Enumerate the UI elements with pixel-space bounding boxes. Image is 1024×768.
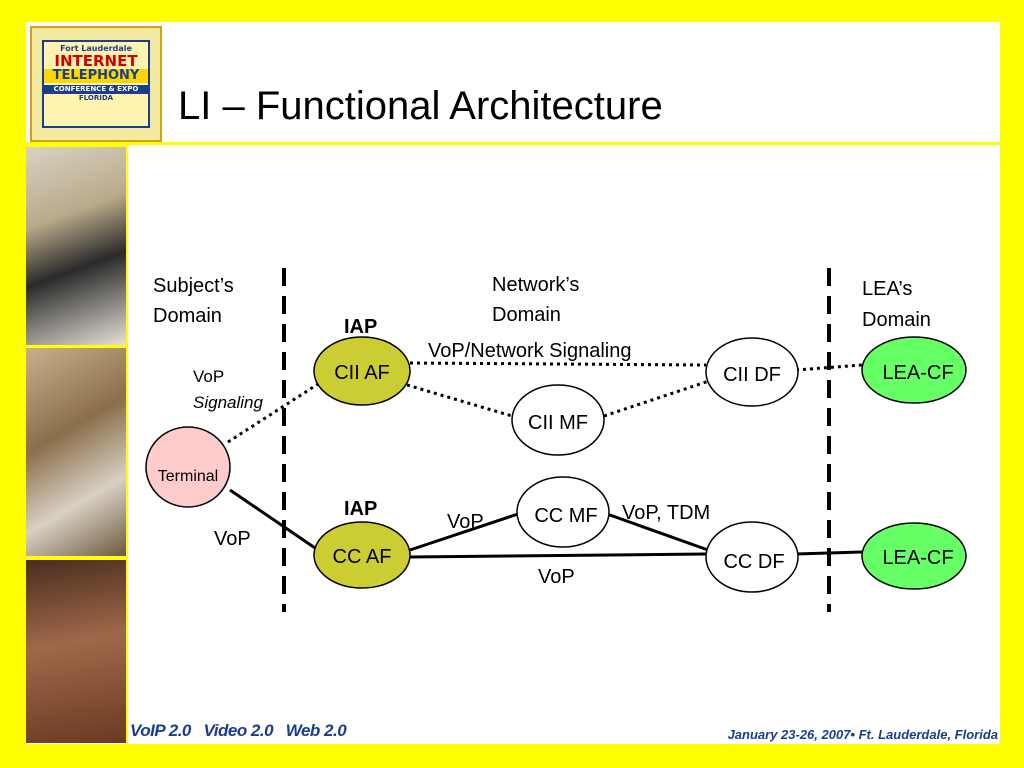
- content-terminal-cc-af: [229, 488, 319, 552]
- lea-domain-line2: Domain: [862, 309, 931, 331]
- logo-internet: INTERNET: [54, 52, 138, 70]
- lea-cf-top-node: [861, 336, 967, 404]
- lea-cf-bottom-node: [861, 522, 967, 590]
- lea-domain-line1: LEA’s: [862, 278, 912, 300]
- cc-af-node: [313, 521, 411, 589]
- subject-domain-line1: Subject’s: [153, 275, 234, 297]
- frame-top: [0, 0, 1024, 22]
- cc-mf-node: [516, 476, 610, 548]
- network-domain-line2: Domain: [492, 304, 561, 326]
- cii-df-label: CII DF: [723, 364, 781, 386]
- vop-signaling-label-2: Signaling: [193, 393, 263, 412]
- content-cc-df-lea-cf: [795, 550, 863, 556]
- vop-bottom-label: VoP: [538, 566, 575, 588]
- terminal-label: Terminal: [158, 468, 218, 485]
- frame-left: [0, 0, 26, 768]
- iap-bottom-label: IAP: [344, 498, 377, 520]
- content-cc-af-cc-mf: [409, 512, 519, 552]
- subject-domain-line2: Domain: [153, 305, 222, 327]
- logo-location: Fort Lauderdale: [60, 44, 132, 53]
- photo-businesswoman: [26, 147, 126, 345]
- iap-top-label: IAP: [344, 316, 377, 338]
- photo-headset-agent: [26, 560, 126, 743]
- logo-badge: Fort Lauderdale INTERNET TELEPHONY CONFE…: [42, 40, 150, 128]
- footer-date-location: January 23-26, 2007• Ft. Lauderdale, Flo…: [727, 727, 998, 742]
- logo-florida: FLORIDA: [78, 94, 114, 102]
- cc-df-label: CC DF: [723, 551, 784, 573]
- lea-cf-top-label: LEA-CF: [882, 362, 953, 384]
- cii-mf-node: [511, 384, 605, 456]
- content-cc-mf-cc-df: [606, 512, 709, 552]
- cii-af-node: [313, 336, 411, 406]
- cii-af-label: CII AF: [334, 362, 390, 384]
- cc-mf-label: CC MF: [534, 505, 597, 527]
- frame-right: [1000, 0, 1024, 768]
- vop-mf-label: VoP: [447, 511, 484, 533]
- vop-signaling-label-1: VoP: [193, 367, 224, 386]
- vop-terminal-label: VoP: [214, 528, 251, 550]
- network-domain-line1: Network’s: [492, 274, 579, 296]
- logo-conference: CONFERENCE & EXPO: [44, 85, 148, 94]
- network-signaling-label: VoP/Network Signaling: [428, 340, 631, 362]
- cii-df-node: [705, 337, 799, 407]
- cc-af-label: CC AF: [333, 546, 392, 568]
- page-title: LI – Functional Architecture: [178, 84, 663, 128]
- cc-df-node: [705, 521, 799, 593]
- signaling-cii-mf-cii-df: [603, 378, 713, 418]
- signaling-cii-af-cii-df: [409, 361, 707, 367]
- vop-tdm-label: VoP, TDM: [622, 502, 710, 524]
- cii-mf-label: CII MF: [528, 412, 588, 434]
- photo-computer-user: [26, 348, 126, 556]
- footer-tagline: VoIP 2.0 Video 2.0 Web 2.0: [130, 721, 347, 740]
- signaling-cii-af-cii-mf: [406, 383, 513, 418]
- frame-bottom: [0, 744, 1024, 768]
- lea-cf-bottom-label: LEA-CF: [882, 547, 953, 569]
- logo-telephony: TELEPHONY: [44, 69, 148, 83]
- conference-logo: Fort Lauderdale INTERNET TELEPHONY CONFE…: [30, 26, 162, 142]
- content-cc-af-cc-df: [409, 552, 707, 559]
- terminal-node: [145, 426, 231, 508]
- header-divider: [26, 142, 1000, 145]
